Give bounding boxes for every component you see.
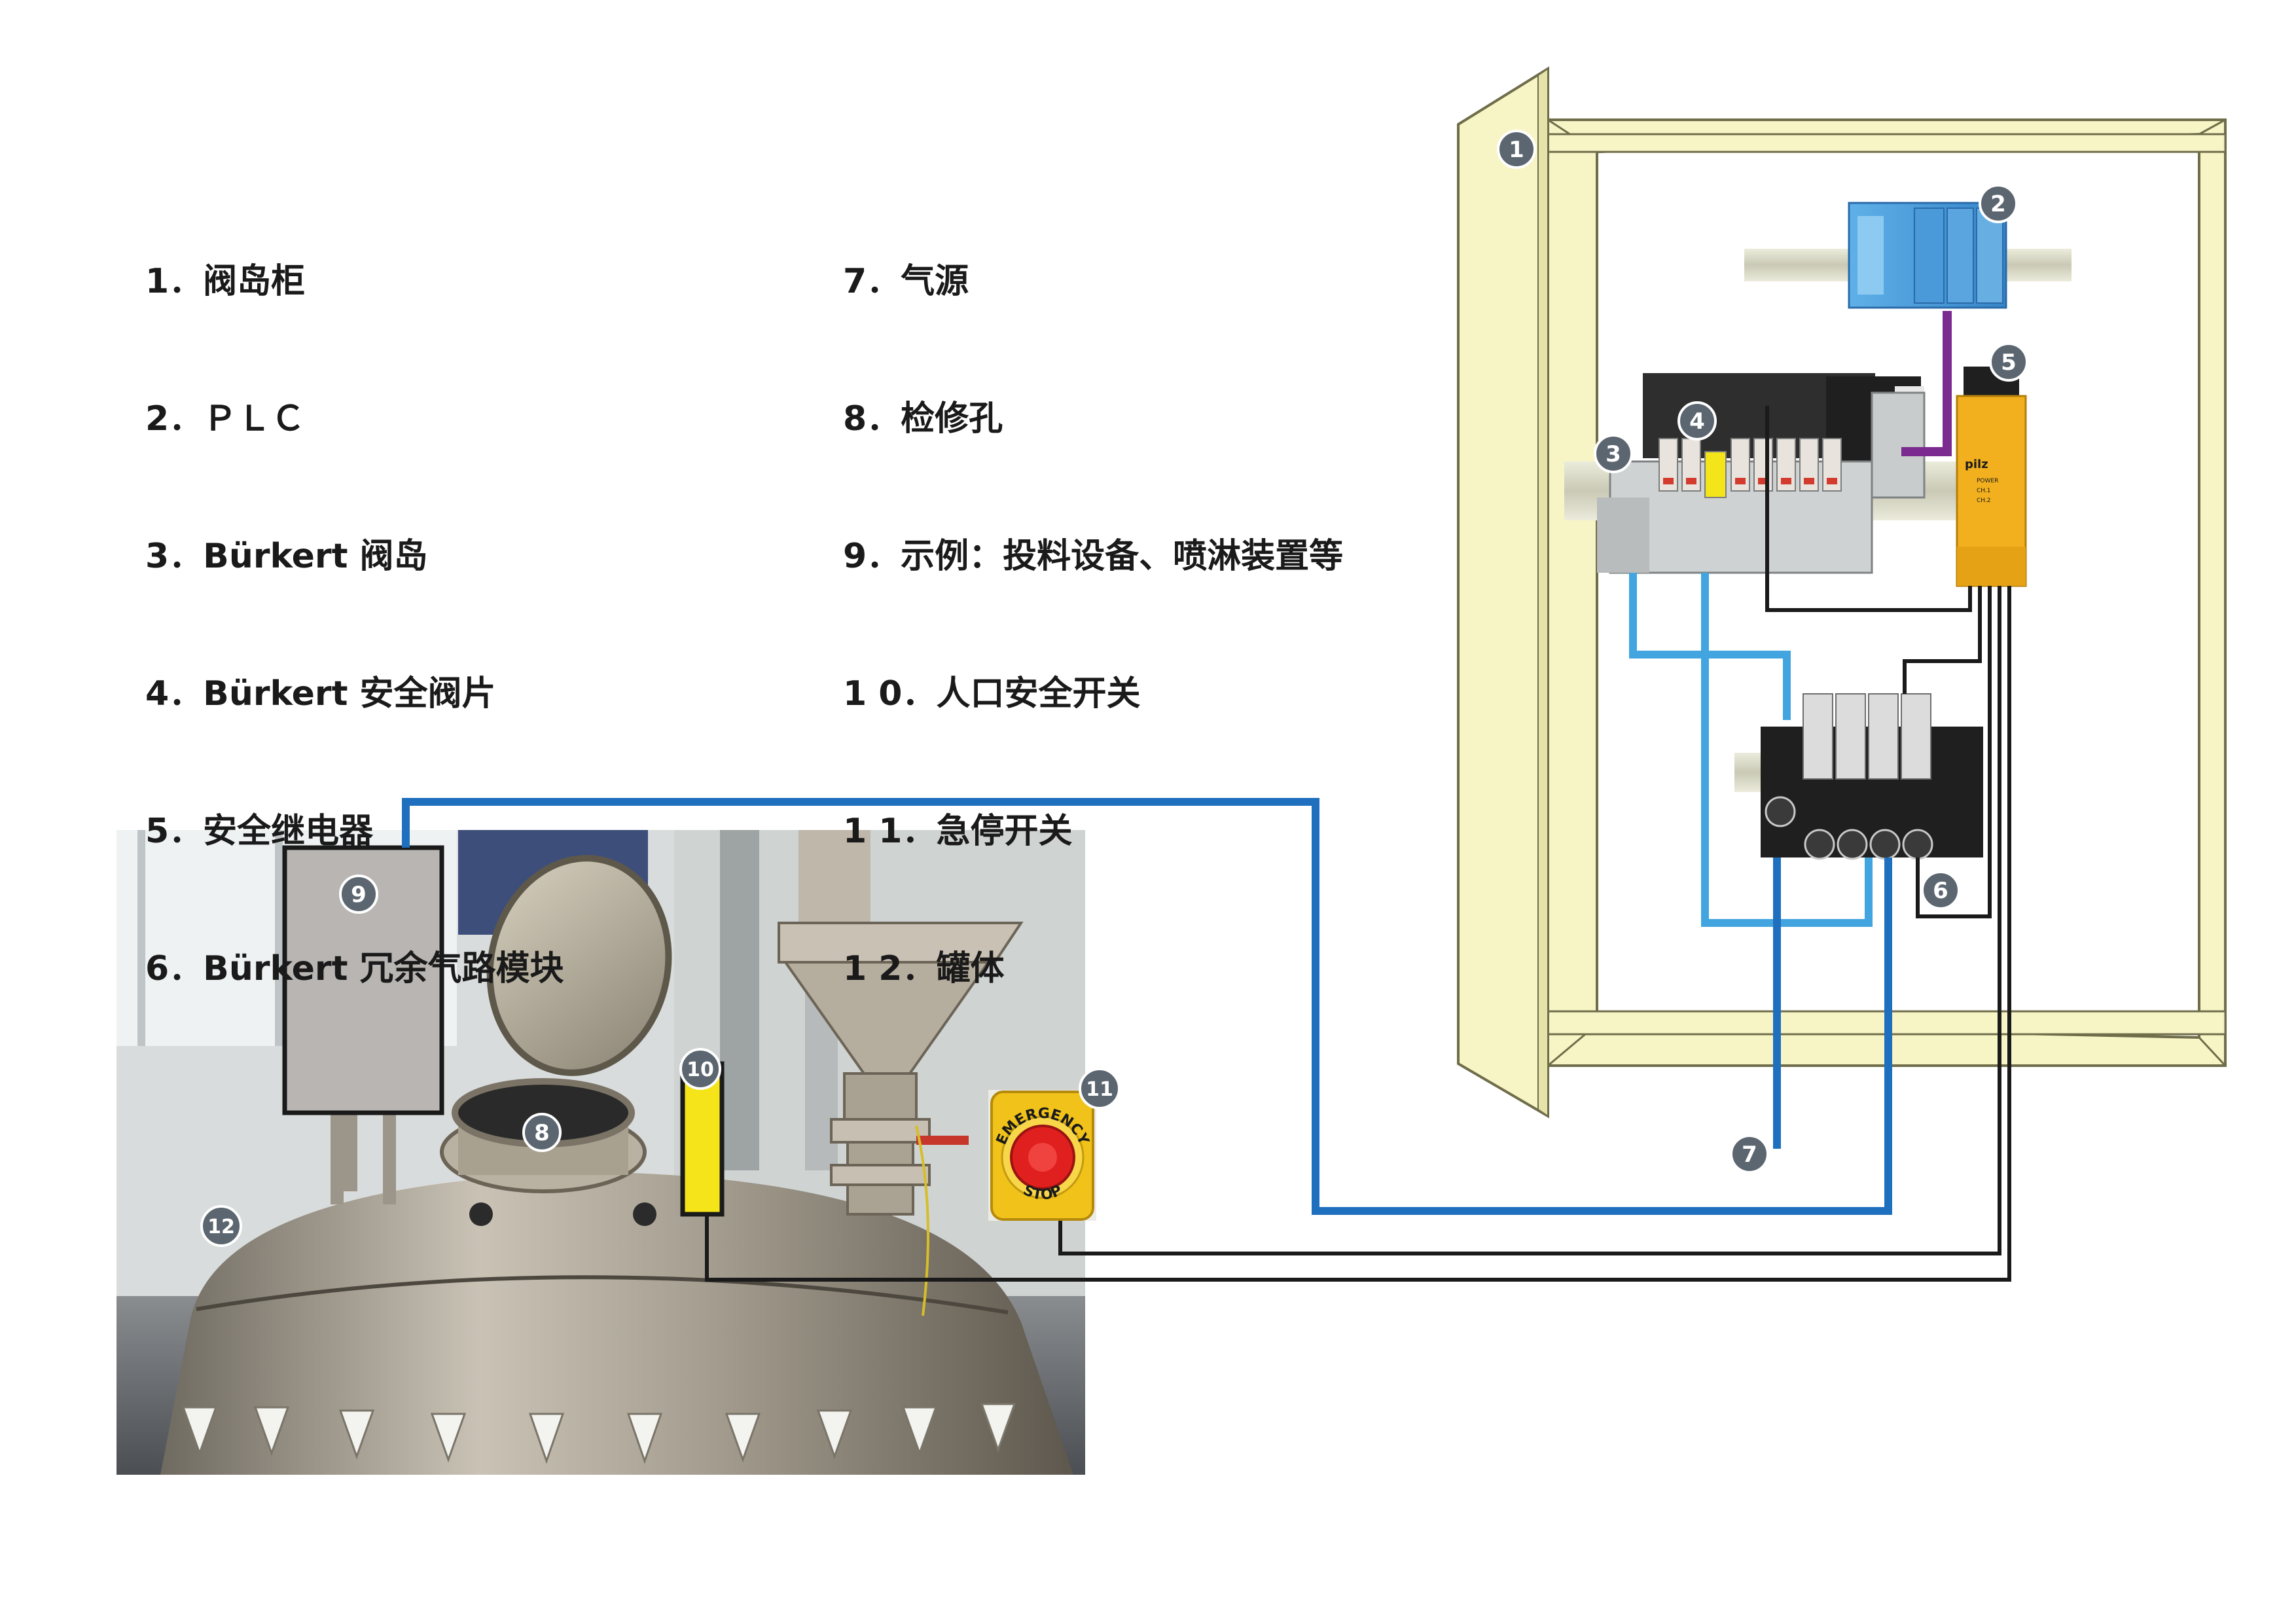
signal-relay-module-b bbox=[1916, 586, 1992, 918]
signal-relay-module-a bbox=[1903, 586, 1982, 694]
legend-item-7: 7．气源 bbox=[843, 262, 969, 301]
relay-brand-text: pilz bbox=[1965, 458, 1988, 471]
marker-6: 6 bbox=[1921, 871, 1960, 910]
signal-safety-switch bbox=[705, 586, 2011, 1282]
marker-7: 7 bbox=[1730, 1134, 1769, 1174]
marker-11-label: 11 bbox=[1086, 1078, 1113, 1101]
marker-3: 3 bbox=[1594, 434, 1633, 473]
legend-item-9: 9．示例：投料设备、喷淋装置等 bbox=[843, 537, 1344, 576]
marker-6-label: 6 bbox=[1933, 878, 1948, 904]
marker-8-label: 8 bbox=[534, 1120, 550, 1146]
marker-12-label: 12 bbox=[207, 1216, 235, 1238]
signal-valve-relay bbox=[1765, 406, 1972, 612]
marker-1: 1 bbox=[1497, 130, 1536, 169]
marker-7-label: 7 bbox=[1742, 1142, 1757, 1168]
marker-12: 12 bbox=[200, 1205, 242, 1247]
profibus-cable bbox=[1901, 311, 1952, 456]
marker-11: 11 bbox=[1079, 1068, 1121, 1110]
marker-10-label: 10 bbox=[687, 1058, 714, 1081]
marker-2-label: 2 bbox=[1990, 191, 2006, 217]
safety-valve-slice bbox=[1704, 451, 1727, 498]
legend-right: 7．气源 8．检修孔 9．示例：投料设备、喷淋装置等 1 0．人口安全开关 1 … bbox=[843, 167, 1343, 1038]
plc bbox=[1848, 202, 2007, 309]
legend-item-4: 4．Bürkert 安全阀片 bbox=[145, 674, 496, 713]
marker-4: 4 bbox=[1677, 401, 1717, 441]
redundant-air-module bbox=[1761, 693, 1983, 860]
marker-2: 2 bbox=[1979, 184, 2018, 223]
relay-ch2-text: CH.2 bbox=[1977, 497, 1990, 504]
valve-island-cabinet bbox=[1457, 66, 2227, 1119]
legend-item-6: 6．Bürkert 冗余气路模块 bbox=[145, 949, 564, 988]
marker-5: 5 bbox=[1989, 342, 2028, 382]
air-line-tank bbox=[402, 798, 1892, 1215]
legend-left: 1．阀岛柜 2．ＰＬＣ 3．Bürkert 阀岛 4．Bürkert 安全阀片 … bbox=[145, 167, 564, 1038]
marker-3-label: 3 bbox=[1605, 441, 1621, 467]
marker-9-label: 9 bbox=[351, 882, 367, 908]
legend-item-1: 1．阀岛柜 bbox=[145, 262, 306, 301]
legend-item-8: 8．检修孔 bbox=[843, 399, 1003, 439]
air-line-1 bbox=[1629, 573, 1791, 720]
emergency-stop-switch: EMERGENCY STOP bbox=[988, 1090, 1096, 1221]
air-line-2 bbox=[1701, 573, 1873, 927]
safety-relay: pilz POWER CH.1 CH.2 bbox=[1956, 367, 2027, 587]
relay-power-text: POWER bbox=[1977, 478, 1998, 484]
legend-item-12: 1 2．罐体 bbox=[843, 949, 1005, 988]
relay-ch1-text: CH.1 bbox=[1977, 488, 1990, 494]
signal-estop bbox=[1058, 586, 2001, 1255]
legend-item-2: 2．ＰＬＣ bbox=[145, 399, 306, 439]
legend-item-3: 3．Bürkert 阀岛 bbox=[145, 537, 428, 576]
marker-9: 9 bbox=[339, 875, 378, 914]
marker-10: 10 bbox=[679, 1048, 721, 1090]
valve-island bbox=[1597, 373, 1926, 574]
legend-item-5: 5．安全继电器 bbox=[145, 812, 374, 851]
connection-lines bbox=[402, 311, 2011, 1282]
marker-1-label: 1 bbox=[1509, 137, 1524, 163]
marker-5-label: 5 bbox=[2001, 350, 2017, 376]
legend-item-11: 1 1．急停开关 bbox=[843, 812, 1073, 851]
marker-4-label: 4 bbox=[1689, 408, 1705, 435]
marker-8: 8 bbox=[522, 1113, 562, 1152]
legend-item-10: 1 0．人口安全开关 bbox=[843, 674, 1141, 713]
